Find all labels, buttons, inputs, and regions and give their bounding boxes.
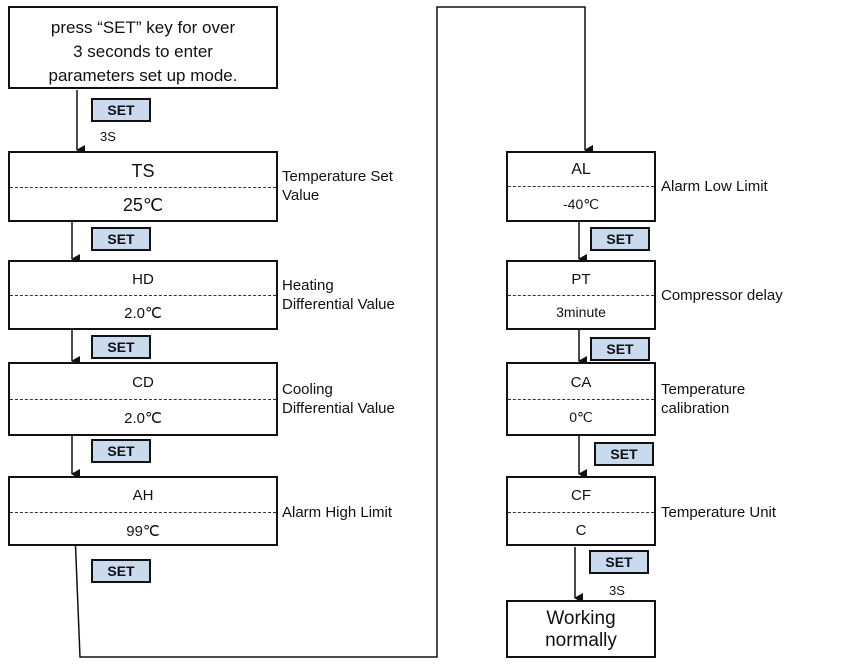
desc-line-2: Value	[282, 187, 320, 204]
desc-line-1: Temperature Set	[282, 168, 393, 185]
param-value: C	[575, 522, 587, 539]
final-line-2: normally	[545, 630, 617, 651]
param-code: PT	[571, 271, 591, 288]
intro-line-3: parameters set up mode.	[48, 66, 238, 85]
set-key: SET	[91, 439, 151, 463]
param-box-cf: CF C	[506, 476, 656, 546]
desc-line-1: Alarm Low Limit	[661, 178, 768, 195]
desc-line-2: calibration	[661, 400, 730, 417]
desc-line-1: Temperature Unit	[661, 504, 777, 521]
param-code: CD	[132, 374, 154, 391]
intro-line-2: 3 seconds to enter	[73, 42, 213, 61]
param-box-hd: HD 2.0℃	[8, 260, 278, 330]
desc-line-2: Differential Value	[282, 400, 395, 417]
desc-line-1: Temperature	[661, 381, 746, 398]
hold-duration-label: 3S	[100, 129, 116, 144]
set-key: SET	[91, 559, 151, 583]
dashed-divider	[508, 512, 654, 513]
param-code: AH	[132, 487, 154, 504]
param-value: 25℃	[122, 195, 164, 215]
final-line-1: Working	[546, 608, 616, 629]
dashed-divider	[508, 295, 654, 296]
param-desc-cf: Temperature Unit	[661, 503, 776, 522]
desc-line-1: Heating	[282, 277, 334, 294]
param-code: CF	[571, 487, 591, 504]
set-key: SET	[590, 227, 650, 251]
param-code: CA	[570, 374, 592, 391]
param-desc-ca: Temperature calibration	[661, 380, 745, 418]
dashed-divider	[10, 399, 276, 400]
param-desc-cd: Cooling Differential Value	[282, 380, 395, 418]
intro-line-1: press “SET” key for over	[50, 18, 236, 37]
set-key: SET	[594, 442, 654, 466]
loop-ah-to-al	[74, 6, 593, 658]
param-value: 2.0℃	[124, 305, 162, 322]
set-key: SET	[91, 335, 151, 359]
desc-line-2: Differential Value	[282, 296, 395, 313]
param-box-ah: AH 99℃	[8, 476, 278, 546]
param-value: 3minute	[556, 304, 606, 320]
set-key: SET	[590, 337, 650, 361]
set-key-enter: SET	[91, 98, 151, 122]
param-code: TS	[131, 161, 155, 181]
param-box-ts: TS 25℃	[8, 151, 278, 222]
dashed-divider	[508, 399, 654, 400]
param-box-pt: PT 3minute	[506, 260, 656, 330]
desc-line-1: Alarm High Limit	[282, 504, 393, 521]
param-value: 99℃	[126, 523, 160, 540]
param-desc-al: Alarm Low Limit	[661, 177, 768, 196]
param-code: AL	[571, 161, 591, 178]
param-desc-ah: Alarm High Limit	[282, 503, 392, 522]
set-key-exit: SET	[589, 550, 649, 574]
param-code: HD	[132, 271, 154, 288]
param-value: 0℃	[569, 409, 593, 425]
param-box-ca: CA 0℃	[506, 362, 656, 436]
dashed-divider	[10, 295, 276, 296]
intro-instruction-box: press “SET” key for over 3 seconds to en…	[8, 6, 278, 89]
param-desc-pt: Compressor delay	[661, 286, 783, 305]
param-box-al: AL -40℃	[506, 151, 656, 222]
set-key: SET	[91, 227, 151, 251]
param-desc-hd: Heating Differential Value	[282, 276, 395, 314]
param-desc-ts: Temperature Set Value	[282, 167, 393, 205]
desc-line-1: Compressor delay	[661, 287, 783, 304]
working-normally-box: Working normally	[506, 600, 656, 658]
dashed-divider	[508, 186, 654, 187]
param-value: -40℃	[563, 196, 599, 212]
param-box-cd: CD 2.0℃	[8, 362, 278, 436]
param-value: 2.0℃	[124, 410, 162, 427]
dashed-divider	[10, 512, 276, 513]
dashed-divider	[10, 187, 276, 188]
hold-duration-label: 3S	[609, 583, 625, 598]
desc-line-1: Cooling	[282, 381, 333, 398]
